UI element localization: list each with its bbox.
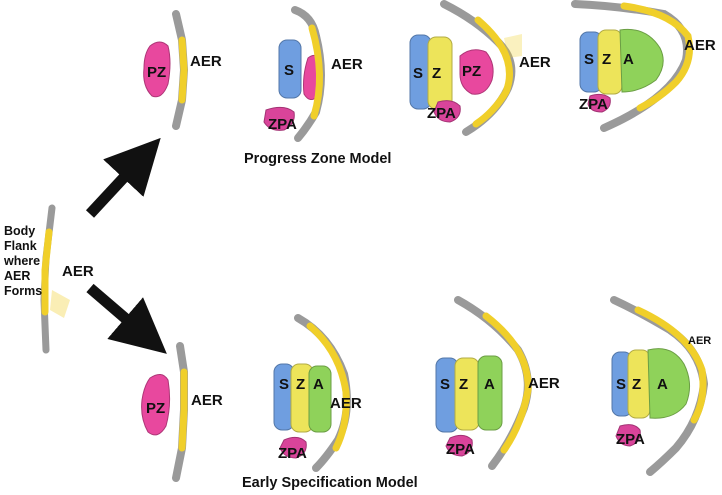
- es-s3-zpa-blob: [445, 434, 473, 457]
- progress-zone-model-caption: Progress Zone Model: [244, 151, 391, 167]
- pz-model-stage-2: S ZPA AER: [263, 6, 363, 142]
- pz-s2-s-blob: [278, 39, 302, 99]
- pz-model-stage-4: S Z A ZPA AER: [571, 0, 716, 132]
- arrow-to-progress-zone-model: [85, 137, 161, 218]
- pz-s4-zpa-label: ZPA: [579, 96, 608, 113]
- pz-s2-zpa-label: ZPA: [268, 116, 297, 133]
- es-s3-z-blob: [454, 357, 480, 431]
- pz-s4-a-blob: [619, 28, 664, 93]
- es-s3-aer: [482, 312, 532, 454]
- es-s2-a-label: A: [313, 376, 324, 393]
- es-s3-s-label: S: [440, 376, 450, 393]
- pz-s3-pz-label: PZ: [462, 63, 481, 80]
- pz-s3-aer-shading: [504, 34, 522, 58]
- es-s1-pz-blob: [141, 374, 171, 436]
- es-s4-a-blob: [647, 348, 690, 419]
- origin-aer-stripe: [41, 228, 53, 316]
- es-s3-aer-label: AER: [528, 375, 560, 392]
- pz-s4-z-label: Z: [602, 51, 611, 68]
- pz-s3-z-label: Z: [432, 65, 441, 82]
- es-s1-aer: [178, 368, 188, 452]
- es-s3-z-label: Z: [459, 376, 468, 393]
- es-s4-zpa-label: ZPA: [616, 431, 645, 448]
- pz-s2-aer-label: AER: [331, 56, 363, 73]
- pz-s3-pz-blob: [459, 49, 494, 95]
- arrow-to-early-specification-model: [86, 283, 167, 354]
- origin-body-flank: Body Flank where AER Forms AER: [3, 204, 94, 354]
- pz-s3-aer: [472, 16, 513, 128]
- es-model-stage-1: PZ AER: [141, 342, 223, 482]
- es-s2-zpa-blob: [279, 436, 307, 459]
- es-s4-s-label: S: [616, 376, 626, 393]
- es-s4-zpa-blob: [615, 424, 641, 447]
- pz-s4-zpa-blob: [587, 93, 611, 113]
- early-specification-model-caption: Early Specification Model: [242, 475, 418, 491]
- es-s2-aer: [306, 322, 350, 452]
- pz-s1-aer: [178, 36, 188, 104]
- es-model-stage-2: S Z A ZPA AER: [273, 314, 362, 472]
- es-s4-a-label: A: [657, 376, 668, 393]
- pz-s4-a-label: A: [623, 51, 634, 68]
- es-s2-aer-label: AER: [330, 395, 362, 412]
- pz-s3-aer-label: AER: [519, 54, 551, 71]
- es-s2-a-blob: [308, 365, 332, 433]
- es-s4-aer-label: AER: [688, 335, 711, 347]
- progress-zone-model: PZ AER S ZPA AER S Z PZ ZPA: [143, 0, 716, 167]
- pz-model-stage-3: S Z PZ ZPA AER: [409, 0, 551, 136]
- pz-s3-zpa-blob: [433, 100, 461, 123]
- es-s2-s-label: S: [279, 376, 289, 393]
- es-s4-z-label: Z: [632, 376, 641, 393]
- pz-s3-zpa-label: ZPA: [427, 105, 456, 122]
- pz-s2-zpa-blob: [263, 106, 295, 131]
- es-s3-a-blob: [477, 355, 503, 431]
- pz-s4-aer: [620, 2, 693, 112]
- pz-s1-aer-label: AER: [190, 53, 222, 70]
- pz-s2-s-label: S: [284, 62, 294, 79]
- pz-s2-aer: [308, 24, 323, 120]
- pz-s4-aer-label: AER: [684, 37, 716, 54]
- es-s2-zpa-label: ZPA: [278, 445, 307, 462]
- es-s4-aer: [634, 306, 707, 424]
- origin-aer-shading: [50, 290, 70, 318]
- pz-s3-s-label: S: [413, 65, 423, 82]
- es-s2-z-label: Z: [296, 376, 305, 393]
- pz-model-stage-1: PZ AER: [143, 10, 222, 130]
- pz-s1-pz-label: PZ: [147, 64, 166, 81]
- pz-s1-pz-blob: [143, 41, 171, 98]
- pz-s4-s-label: S: [584, 51, 594, 68]
- origin-aer-label: AER: [62, 263, 94, 280]
- es-s3-zpa-label: ZPA: [446, 441, 475, 458]
- es-model-stage-4: S Z A ZPA AER: [610, 296, 711, 476]
- es-s3-a-label: A: [484, 376, 495, 393]
- es-model-stage-3: S Z A ZPA AER: [435, 296, 560, 470]
- early-specification-model: PZ AER S Z A ZPA AER S Z A: [141, 296, 711, 491]
- es-s1-aer-label: AER: [191, 392, 223, 409]
- es-s1-pz-label: PZ: [146, 400, 165, 417]
- flank-label: Body Flank where AER Forms: [3, 224, 44, 298]
